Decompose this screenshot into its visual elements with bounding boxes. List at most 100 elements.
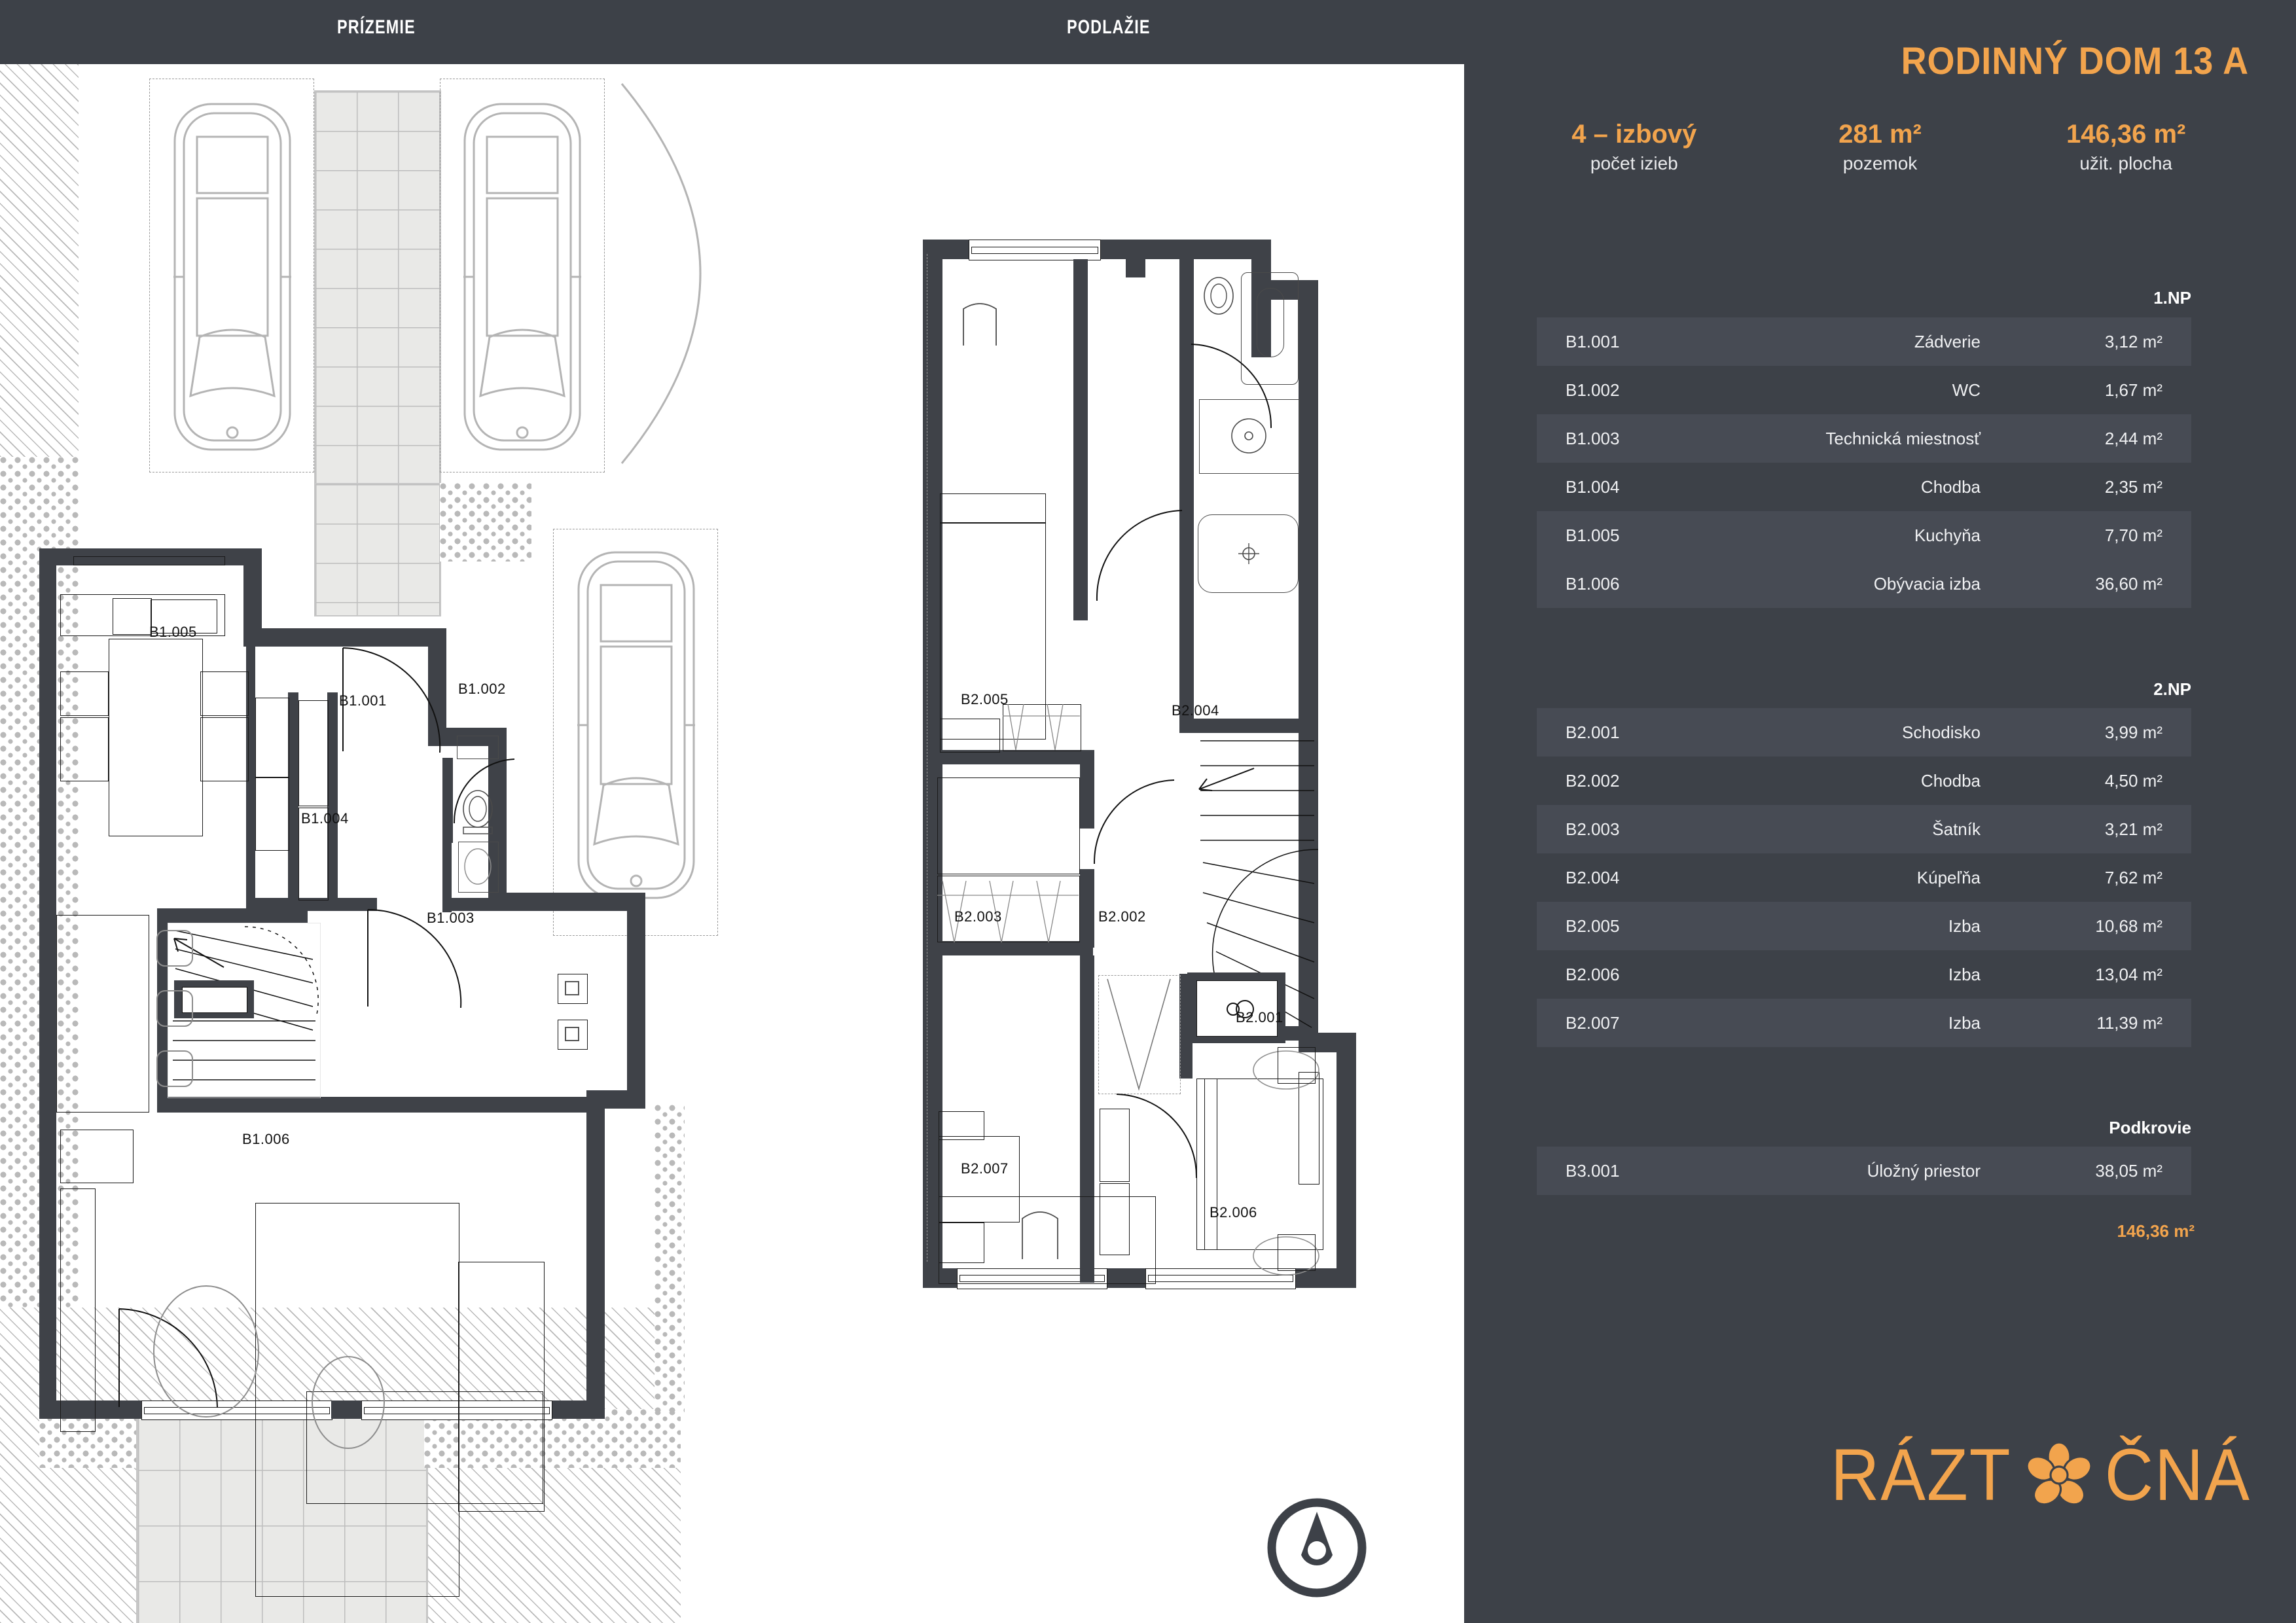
driveway-arc	[620, 83, 702, 464]
stair-down-arrow	[1198, 768, 1255, 791]
railing-glyph	[1227, 1000, 1254, 1018]
interior-wall	[1080, 750, 1094, 829]
stat-usable-area-label: užit. plocha	[2079, 153, 2172, 173]
room-name: Šatník	[1932, 819, 1981, 839]
room-name: Kúpeľňa	[1916, 867, 1981, 887]
kitchen-counter	[60, 594, 225, 636]
room-area: 3,12 m²	[2104, 331, 2162, 351]
room-code: B2.007	[1566, 1012, 1620, 1033]
interior-wall	[157, 1097, 602, 1113]
table-row[interactable]: B3.001 Úložný priestor 38,05 m²	[1537, 1147, 2191, 1195]
room-code: B2.006	[1566, 964, 1620, 984]
window	[361, 1400, 552, 1420]
table-row[interactable]: B2.006 Izba 13,04 m²	[1537, 950, 2191, 999]
interior-wall	[1179, 259, 1194, 423]
room-name: Kuchyňa	[1914, 525, 1981, 545]
washing-machine	[458, 842, 499, 893]
car-icon	[173, 103, 291, 451]
table-row[interactable]: B1.002 WC 1,67 m²	[1537, 366, 2191, 414]
stat-rooms-label: počet izieb	[1590, 153, 1678, 173]
room-label: B1.002	[458, 681, 506, 697]
stat-rooms-value: 4 – izbový	[1571, 120, 1697, 149]
window-glass	[364, 1407, 550, 1414]
interior-wall	[442, 758, 453, 843]
room-code: B1.001	[1566, 331, 1620, 351]
room-area: 38,05 m²	[2095, 1160, 2162, 1181]
bed-headboard	[1196, 1079, 1217, 1250]
brand-logo[interactable]: RÁZT ČNÁ	[1464, 1438, 2257, 1512]
room-label: B2.001	[1236, 1009, 1283, 1026]
side-table	[312, 1356, 385, 1449]
room-name: WC	[1952, 380, 1981, 400]
kitchen-cabinet	[60, 671, 109, 716]
shelving	[60, 1188, 96, 1432]
table-row[interactable]: B1.005 Kuchyňa 7,70 m²	[1537, 511, 2191, 560]
pillow	[1253, 1050, 1319, 1090]
exterior-wall	[1126, 240, 1270, 259]
entry-paving	[314, 483, 441, 616]
table-row[interactable]: B2.004 Kúpeľňa 7,62 m²	[1537, 853, 2191, 902]
window-mullion	[331, 1400, 361, 1419]
wardrobe	[1100, 1109, 1130, 1182]
interior-wall	[936, 750, 1093, 764]
interior-wall	[1073, 496, 1088, 620]
info-panel: RODINNÝ DOM 13 A 4 – izbový počet izieb …	[1464, 0, 2296, 1623]
tv-cabinet	[60, 1130, 134, 1183]
parking-stall-1	[149, 79, 314, 473]
door-swing	[118, 1308, 218, 1408]
stat-plot-value: 281 m²	[1839, 120, 1922, 149]
closet-shelf	[937, 777, 1080, 874]
room-table-1np: B1.001 Zádverie 3,12 m² B1.002 WC 1,67 m…	[1537, 317, 2191, 608]
meter-box	[558, 1020, 588, 1050]
coffee-table	[153, 1285, 259, 1418]
washbasin	[1199, 399, 1300, 474]
bathtub	[1198, 514, 1299, 593]
stat-usable-area-value: 146,36 m²	[2066, 120, 2186, 149]
table-row[interactable]: B2.001 Schodisko 3,99 m²	[1537, 708, 2191, 757]
exterior-wall	[488, 893, 645, 911]
table-row[interactable]: B1.003 Technická miestnosť 2,44 m²	[1537, 414, 2191, 463]
room-code: B2.003	[1566, 819, 1620, 839]
room-name: Izba	[1948, 916, 1981, 936]
kitchen-cabinet	[200, 717, 249, 781]
room-area: 7,70 m²	[2104, 525, 2162, 545]
door-swing	[1116, 1094, 1198, 1179]
table-row[interactable]: B1.006 Obývacia izba 36,60 m²	[1537, 560, 2191, 608]
door-swing	[367, 908, 462, 1008]
table-row[interactable]: B2.003 Šatník 3,21 m²	[1537, 805, 2191, 853]
interior-wall	[1179, 719, 1305, 733]
brand-logo-text-part1: RÁZT	[1831, 1434, 2012, 1516]
window-mullion	[1107, 1268, 1144, 1288]
section-heading-1np: 1.NP	[2153, 288, 2191, 308]
window	[73, 556, 225, 565]
driveway-paving	[314, 90, 441, 486]
table-row[interactable]: B1.001 Zádverie 3,12 m²	[1537, 317, 2191, 366]
blossom-icon	[2025, 1441, 2092, 1506]
pantry-unit	[255, 777, 289, 851]
dining-table	[56, 915, 149, 1113]
table-row[interactable]: B2.005 Izba 10,68 m²	[1537, 902, 2191, 950]
door-swing	[1191, 344, 1272, 429]
room-area: 13,04 m²	[2095, 964, 2162, 984]
upper-floor-plan: B2.001 B2.002 B2.003 B2.004 B2.005 B2.00…	[772, 64, 1464, 1623]
car-icon	[463, 103, 581, 451]
interior-wall	[1080, 955, 1094, 1283]
toilet-icon	[463, 790, 493, 834]
site-lawn	[0, 64, 79, 457]
table-row[interactable]: B2.002 Chodba 4,50 m²	[1537, 757, 2191, 805]
kitchen-sink	[151, 599, 217, 633]
room-code: B1.006	[1566, 573, 1620, 594]
total-area-value: 146,36 m²	[2117, 1221, 2195, 1241]
room-label: B2.005	[961, 691, 1009, 707]
exterior-wall	[1299, 280, 1318, 1052]
plan-header-strip: PRÍZEMIE PODLAŽIE	[0, 0, 1464, 64]
exterior-wall	[243, 628, 446, 647]
closet-rail	[937, 876, 1080, 942]
interior-wall	[1080, 869, 1094, 948]
table-row[interactable]: B1.004 Chodba 2,35 m²	[1537, 463, 2191, 511]
desk	[939, 1136, 1020, 1222]
interior-wall	[1073, 259, 1088, 508]
table-row[interactable]: B2.007 Izba 11,39 m²	[1537, 999, 2191, 1047]
room-code: B3.001	[1566, 1160, 1620, 1181]
room-name: Chodba	[1920, 770, 1981, 791]
